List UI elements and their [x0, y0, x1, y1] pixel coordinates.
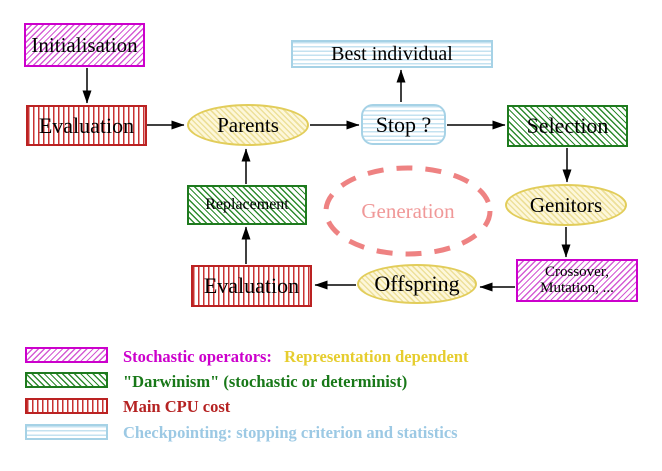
node-evaluation-top-label: Evaluation	[38, 112, 135, 138]
node-generation-label: Generation	[361, 198, 455, 223]
legend-swatch-darwinism	[25, 372, 108, 388]
node-generation: Generation	[323, 166, 493, 256]
node-stop-label: Stop ?	[375, 111, 432, 137]
node-crossover-line1: Crossover,	[545, 263, 609, 280]
node-initialisation: Initialisation	[24, 23, 145, 67]
node-offspring: Offspring	[357, 264, 477, 304]
node-parents: Parents	[187, 104, 309, 146]
node-replacement-label: Replacement	[205, 195, 289, 213]
legend-swatch-stochastic-operators	[25, 347, 108, 363]
legend-row-cpu-cost: Main CPU cost	[123, 397, 230, 417]
legend-label-representation: Representation dependent	[284, 347, 469, 366]
legend-row-darwinism: "Darwinism" (stochastic or determinist)	[123, 372, 407, 392]
legend-label-checkpointing: Checkpointing: stopping criterion and st…	[123, 423, 458, 442]
node-replacement: Replacement	[187, 185, 307, 225]
node-crossover-line2: Mutation, ...	[540, 279, 614, 296]
legend-label-stochastic: Stochastic operators:	[123, 347, 272, 366]
legend-swatch-checkpointing	[25, 424, 108, 440]
node-genitors: Genitors	[505, 184, 627, 226]
node-evaluation-top: Evaluation	[26, 105, 147, 146]
node-evaluation-bottom-label: Evaluation	[203, 273, 300, 299]
node-parents-label: Parents	[217, 112, 279, 137]
legend-label-darwinism: "Darwinism" (stochastic or determinist)	[123, 372, 408, 391]
legend-row-stochastic-operators: Stochastic operators: Representation dep…	[123, 347, 468, 367]
node-genitors-label: Genitors	[529, 192, 603, 217]
node-stop: Stop ?	[361, 104, 446, 145]
legend-row-checkpointing: Checkpointing: stopping criterion and st…	[123, 423, 458, 443]
node-selection-label: Selection	[526, 113, 609, 139]
node-best-individual-label: Best individual	[331, 42, 453, 65]
node-evaluation-bottom: Evaluation	[191, 265, 312, 307]
node-offspring-label: Offspring	[374, 271, 460, 297]
node-initialisation-label: Initialisation	[31, 32, 138, 57]
node-selection: Selection	[507, 105, 628, 147]
node-best-individual: Best individual	[291, 40, 493, 68]
legend-swatch-cpu-cost	[25, 398, 108, 414]
legend-label-cpu-cost: Main CPU cost	[123, 397, 231, 416]
node-crossover-mutation: Crossover, Mutation, ...	[516, 259, 638, 302]
